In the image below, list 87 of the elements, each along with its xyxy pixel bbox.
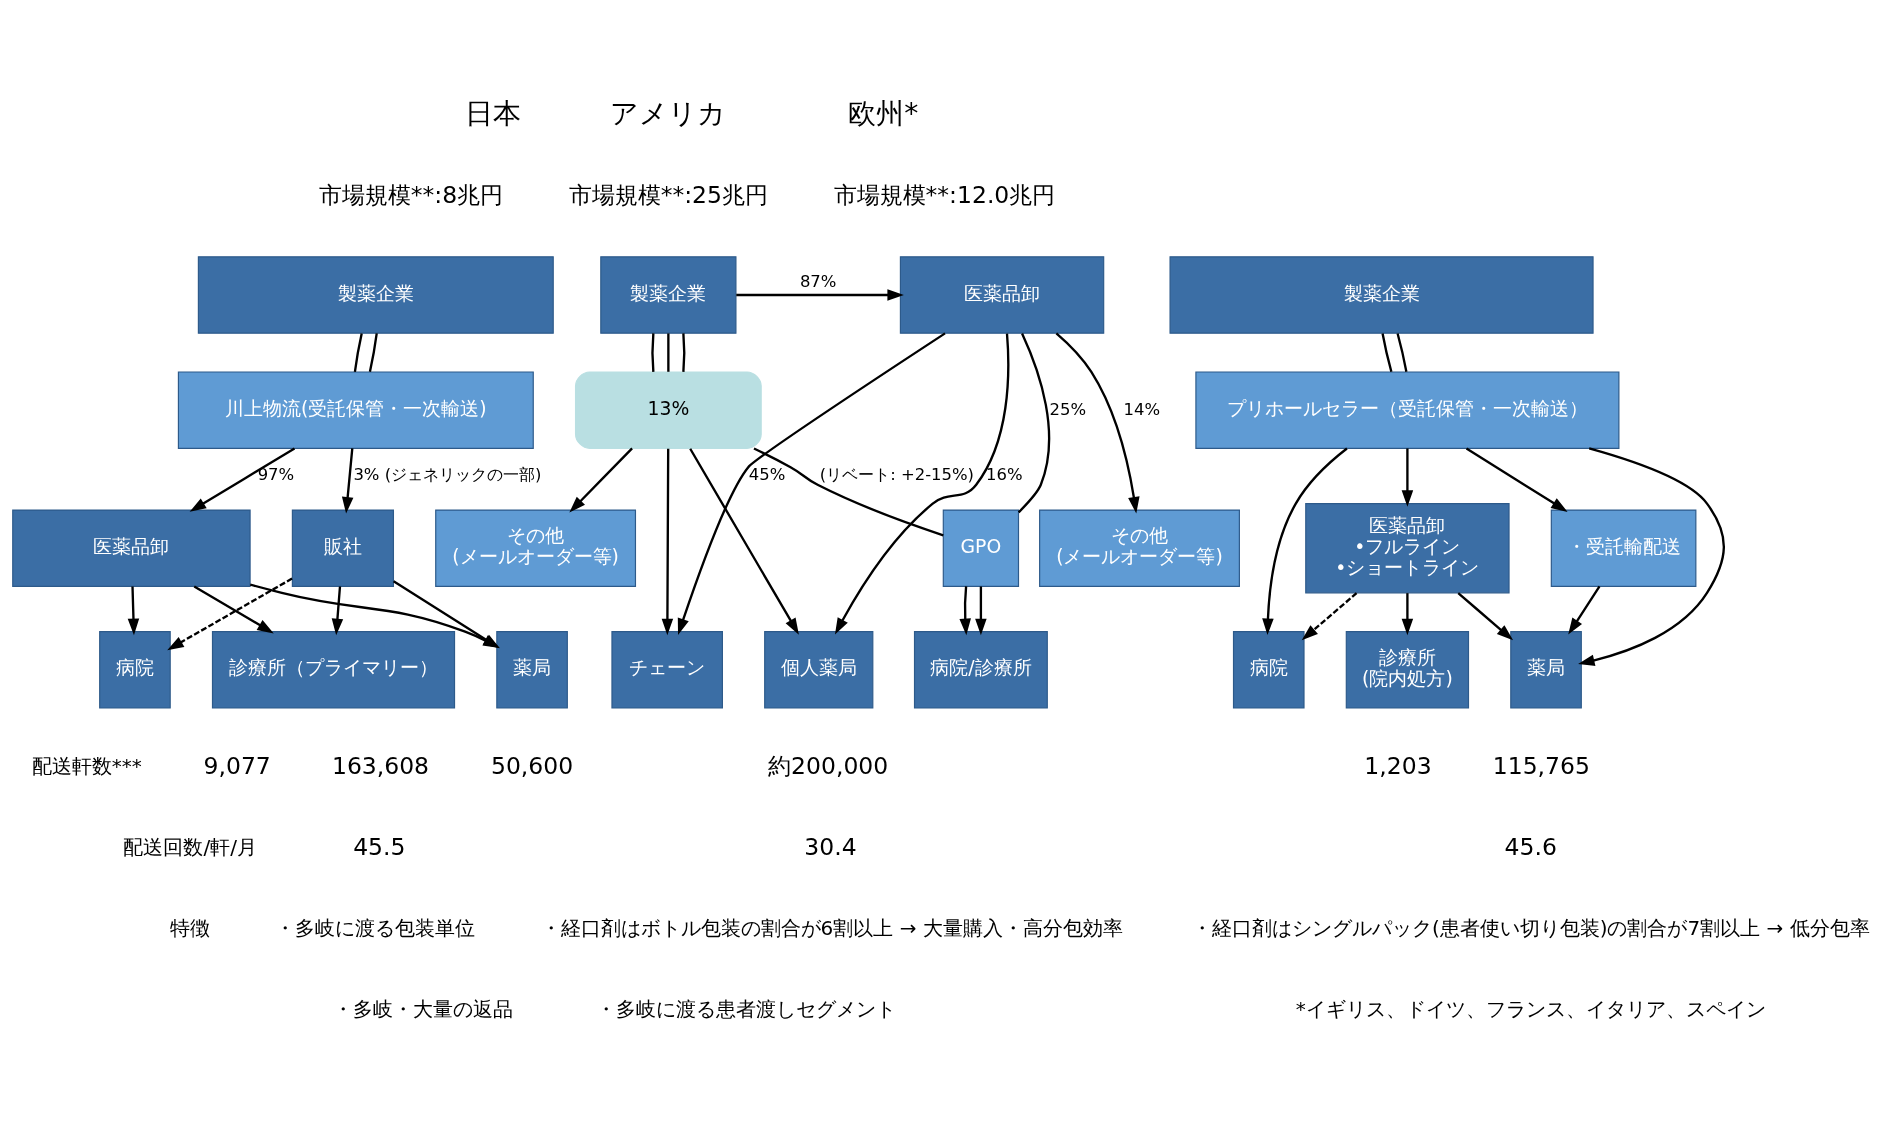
arrow xyxy=(1401,593,1414,636)
node-box: 病院 xyxy=(99,631,171,709)
label: 欧州* xyxy=(848,97,919,131)
connector xyxy=(667,333,670,372)
node-box: その他 (メールオーダー等) xyxy=(1039,509,1240,587)
node-box: 製薬企業 xyxy=(600,256,737,334)
arrow xyxy=(1578,447,1725,666)
label: 45.5 xyxy=(353,832,406,861)
label: 配送回数/軒/月 xyxy=(123,834,257,859)
node-box: 13% xyxy=(574,371,762,449)
arrow xyxy=(677,332,946,635)
node-box: 製薬企業 xyxy=(1169,256,1594,334)
arrow xyxy=(689,448,799,635)
arrow xyxy=(569,447,633,513)
label: アメリカ xyxy=(610,97,727,131)
label: 45.6 xyxy=(1504,832,1557,861)
node-box: 販社 xyxy=(291,509,394,587)
node-box: 診療所 (院内処方) xyxy=(1345,631,1470,709)
connector xyxy=(1381,333,1393,373)
label: ・経口剤はボトル包装の割合が6割以上 → 大量購入・高分包効率 xyxy=(540,915,1123,940)
node-box: 川上物流(受託保管・一次輸送) xyxy=(177,371,534,449)
edge-label: (リベート: +2-15%) xyxy=(819,465,975,485)
node-box: GPO xyxy=(942,509,1020,587)
node-box: 薬局 xyxy=(496,631,568,709)
label: ・多岐に渡る包装単位 xyxy=(274,915,475,940)
connector xyxy=(753,447,944,537)
label: 市場規模**:25兆円 xyxy=(568,180,769,209)
node-label: 163,608 xyxy=(331,751,430,780)
node-box: 病院 xyxy=(1232,631,1305,709)
node-box: 医薬品卸 xyxy=(899,256,1105,334)
node-box: ・受託輸配送 xyxy=(1550,509,1697,587)
connector xyxy=(682,333,686,372)
node-box: 病院/診療所 xyxy=(913,631,1048,709)
node-box: 医薬品卸 xyxy=(12,509,251,587)
arrow xyxy=(1301,592,1358,641)
edge-label: 45% xyxy=(748,465,786,485)
arrow xyxy=(661,448,674,636)
node-box: その他 (メールオーダー等) xyxy=(435,509,637,587)
arrow xyxy=(127,586,140,636)
node-box: 製薬企業 xyxy=(197,256,554,334)
label: 市場規模**:8兆円 xyxy=(318,180,504,209)
edge-label: 16% xyxy=(986,465,1023,485)
label: 特徴 xyxy=(170,915,211,940)
node-label: 1,203 xyxy=(1364,751,1432,780)
connector xyxy=(368,333,378,373)
arrow xyxy=(1568,585,1601,635)
arrow xyxy=(975,586,987,636)
connector xyxy=(651,333,655,372)
arrow xyxy=(1055,332,1140,514)
label: 市場規模**:12.0兆円 xyxy=(833,180,1056,209)
label: 日本 xyxy=(465,97,522,131)
node-box: プリホールセラー（受託保管・一次輸送） xyxy=(1195,371,1620,449)
label: *イギリス、ドイツ、フランス、イタリア、スペイン xyxy=(1295,996,1766,1021)
connector xyxy=(1017,333,1051,514)
node-box: 医薬品卸 •フルライン •ショートライン xyxy=(1305,503,1510,594)
arrow xyxy=(1401,448,1414,507)
edge-label: 97% xyxy=(257,465,295,485)
label: 配送軒数*** xyxy=(31,753,142,778)
arrow xyxy=(193,585,274,634)
arrow xyxy=(189,447,296,512)
label: 約200,000 xyxy=(768,751,889,780)
arrow xyxy=(341,448,354,514)
edge-label: 25% xyxy=(1049,399,1087,419)
label: ・経口剤はシングルパック(患者使い切り包装)の割合が7割以上 → 低分包率 xyxy=(1191,915,1870,940)
edge-label: 3% (ジェネリックの一部) xyxy=(353,465,542,485)
node-label: 115,765 xyxy=(1492,751,1590,780)
node-box: 個人薬局 xyxy=(764,631,874,709)
arrow xyxy=(1465,447,1568,512)
arrow xyxy=(959,586,971,636)
node-box: 薬局 xyxy=(1510,631,1582,709)
node-label: 9,077 xyxy=(203,751,271,780)
node-box: チェーン xyxy=(611,631,723,709)
label: 30.4 xyxy=(804,832,857,861)
connector xyxy=(353,333,363,372)
arrow xyxy=(736,289,904,301)
connector xyxy=(1396,333,1408,372)
node-box: 診療所（プライマリー） xyxy=(211,631,456,709)
node-label: 50,600 xyxy=(490,751,574,780)
arrow xyxy=(834,333,1010,635)
edge-label: 14% xyxy=(1123,399,1161,419)
arrow xyxy=(1262,447,1348,635)
edge-label: 87% xyxy=(799,272,837,292)
arrow xyxy=(331,586,344,636)
arrow xyxy=(1457,592,1514,641)
label: ・多岐・大量の返品 xyxy=(332,996,513,1021)
label: ・多岐に渡る患者渡しセグメント xyxy=(595,996,896,1021)
arrow xyxy=(167,577,293,651)
